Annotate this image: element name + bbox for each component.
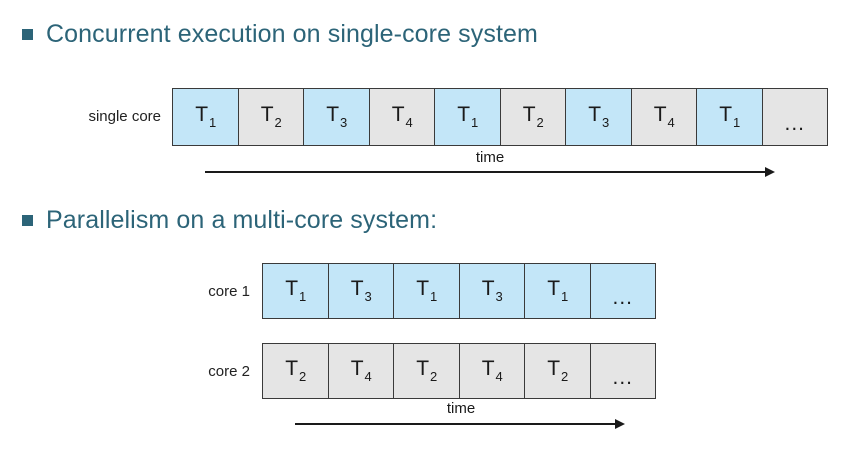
timeline-cell: T2: [525, 344, 590, 398]
timeline-cell: T3: [459, 264, 524, 318]
task-index: 1: [430, 288, 438, 304]
time-axis-line: [205, 171, 767, 173]
timeline-cell-ellipsis: ...: [590, 264, 655, 318]
task-label: T1: [285, 276, 307, 304]
timeline-cell: T3: [328, 264, 393, 318]
bullet-square-icon: [22, 29, 33, 40]
time-axis-arrowhead-icon: [765, 167, 775, 177]
bullet-label: Parallelism on a multi-core system:: [46, 206, 438, 234]
timeline-cell: T4: [631, 89, 696, 145]
task-index: 4: [364, 368, 372, 384]
timeline-cell: T1: [525, 264, 590, 318]
task-label: T3: [326, 102, 348, 130]
time-axis-label: time: [475, 149, 505, 166]
bullet-square-icon: [22, 215, 33, 226]
task-label: T4: [481, 356, 503, 384]
core-2-timeline: T2 T4 T2 T4 T2 ...: [262, 343, 656, 399]
task-index: 3: [602, 114, 610, 130]
timeline-cell: T1: [394, 264, 459, 318]
timeline-cell: T4: [369, 89, 434, 145]
single-core-row-label: single core: [88, 108, 161, 125]
task-index: 1: [471, 114, 479, 130]
ellipsis-label: ...: [612, 285, 633, 309]
task-index: 1: [209, 114, 217, 130]
task-label: T2: [522, 102, 544, 130]
task-index: 3: [364, 288, 372, 304]
task-label: T3: [588, 102, 610, 130]
time-axis-label: time: [446, 400, 476, 417]
core-1-timeline: T1 T3 T1 T3 T1 ...: [262, 263, 656, 319]
core-2-row-label: core 2: [208, 363, 250, 380]
bullet-item-concurrent-execution: Concurrent execution on single-core syst…: [22, 22, 538, 47]
task-index: 4: [495, 368, 503, 384]
timeline-cell: T1: [697, 89, 762, 145]
task-label: T4: [350, 356, 372, 384]
task-index: 2: [561, 368, 569, 384]
time-axis-arrowhead-icon: [615, 419, 625, 429]
task-label: T3: [481, 276, 503, 304]
timeline-cell: T1: [173, 89, 238, 145]
timeline-cell: T2: [263, 344, 328, 398]
task-index: 1: [299, 288, 307, 304]
timeline-cell: T2: [500, 89, 565, 145]
task-index: 2: [536, 114, 544, 130]
ellipsis-label: ...: [784, 111, 805, 135]
task-index: 2: [274, 114, 282, 130]
timeline-cell: T4: [328, 344, 393, 398]
timeline-cell: T2: [394, 344, 459, 398]
task-label: T4: [391, 102, 413, 130]
time-axis-line: [295, 423, 617, 425]
task-label: T2: [260, 102, 282, 130]
timeline-cell-ellipsis: ...: [590, 344, 655, 398]
task-index: 3: [340, 114, 348, 130]
timeline-cell: T3: [566, 89, 631, 145]
task-label: T1: [547, 276, 569, 304]
timeline-cell: T1: [263, 264, 328, 318]
task-label: T4: [653, 102, 675, 130]
timeline-cell: T2: [238, 89, 303, 145]
task-index: 4: [667, 114, 675, 130]
task-label: T1: [719, 102, 741, 130]
task-label: T3: [350, 276, 372, 304]
timeline-cell: T3: [304, 89, 369, 145]
task-index: 4: [405, 114, 413, 130]
task-index: 2: [430, 368, 438, 384]
bullet-item-parallelism: Parallelism on a multi-core system:: [22, 208, 437, 233]
timeline-cell: T1: [435, 89, 500, 145]
task-index: 1: [561, 288, 569, 304]
task-index: 3: [495, 288, 503, 304]
single-core-timeline: T1 T2 T3 T4 T1 T2 T3 T4 T1 ...: [172, 88, 828, 146]
task-label: T2: [416, 356, 438, 384]
task-label: T2: [547, 356, 569, 384]
ellipsis-label: ...: [612, 365, 633, 389]
timeline-cell: T4: [459, 344, 524, 398]
bullet-label: Concurrent execution on single-core syst…: [46, 20, 538, 48]
task-index: 2: [299, 368, 307, 384]
core-1-row-label: core 1: [208, 283, 250, 300]
task-label: T1: [195, 102, 217, 130]
task-label: T2: [285, 356, 307, 384]
timeline-cell-ellipsis: ...: [762, 89, 827, 145]
task-label: T1: [416, 276, 438, 304]
task-label: T1: [457, 102, 479, 130]
task-index: 1: [733, 114, 741, 130]
